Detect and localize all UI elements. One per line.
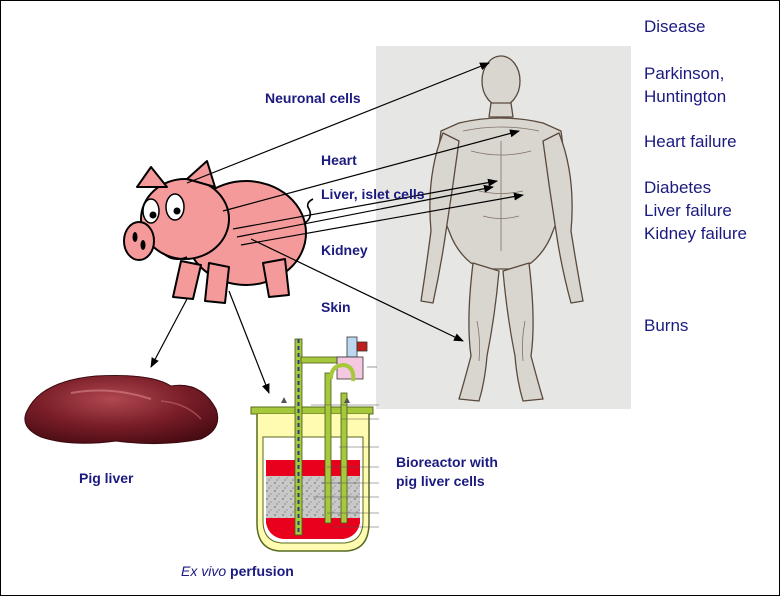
- disease-neuro-line1: Parkinson,: [644, 64, 725, 83]
- label-skin: Skin: [321, 299, 351, 315]
- arrow-liver: [232, 178, 498, 230]
- disease-burns: Burns: [644, 316, 689, 335]
- pig-front-leg-right: [204, 262, 230, 304]
- pig-tail: [304, 198, 314, 224]
- pig-nostril-right: [140, 240, 146, 250]
- label-ex-vivo-perfusion: Ex vivo perfusion: [181, 563, 294, 579]
- label-neuronal-cells: Neuronal cells: [265, 90, 361, 106]
- pig-liver-image: [24, 374, 219, 445]
- label-perfusion: perfusion: [226, 563, 294, 579]
- reactor-lid: [250, 406, 374, 415]
- organ-arrows: [150, 62, 524, 394]
- human-figure: [376, 46, 631, 409]
- label-heart: Heart: [321, 152, 357, 168]
- arrow-neuronal: [186, 62, 490, 184]
- human-left-arm: [420, 132, 460, 304]
- pig-pupil-left: [149, 211, 157, 219]
- disease-kidney-failure: Kidney failure: [644, 224, 748, 243]
- pig-snout: [123, 221, 155, 261]
- pig-ear-left: [136, 166, 168, 188]
- pig-mouth: [162, 252, 188, 261]
- arrow-islet: [236, 184, 494, 238]
- human-neck: [488, 102, 514, 118]
- arrow-skin: [250, 238, 464, 342]
- pig-pupil-right: [173, 207, 181, 215]
- arrow-to-pig-liver: [150, 298, 188, 368]
- arrow-kidney: [240, 192, 524, 246]
- disease-diabetes: Diabetes: [644, 178, 712, 197]
- label-pig-liver: Pig liver: [79, 470, 134, 486]
- arrow-to-bioreactor: [228, 290, 270, 394]
- pig-eye-right: [165, 193, 185, 221]
- disease-neuro-line2: Huntington: [644, 87, 727, 106]
- label-bioreactor-line2: pig liver cells: [396, 473, 485, 489]
- label-liver-islet-cells: Liver, islet cells: [321, 186, 425, 202]
- pig-eye-left: [142, 198, 160, 224]
- pig-head: [140, 178, 230, 260]
- disease-heart-failure: Heart failure: [644, 132, 737, 151]
- label-ex-vivo-italic: Ex vivo: [181, 563, 227, 579]
- pig-back-leg: [262, 258, 290, 298]
- label-kidney: Kidney: [321, 242, 368, 258]
- pig-front-leg-left: [172, 260, 202, 300]
- arrow-heart: [222, 129, 520, 212]
- pig-cartoon: [123, 160, 314, 304]
- reactor-bottom-blood-layer: [266, 518, 360, 539]
- pig-nostril-left: [132, 232, 138, 242]
- reactor-top-blood-layer: [266, 460, 360, 476]
- human-right-arm: [542, 132, 584, 304]
- label-bioreactor-line1: Bioreactor with: [396, 454, 498, 470]
- disease-liver-failure: Liver failure: [644, 201, 732, 220]
- disease-header: Disease: [644, 17, 706, 36]
- bioreactor-image: [250, 336, 379, 552]
